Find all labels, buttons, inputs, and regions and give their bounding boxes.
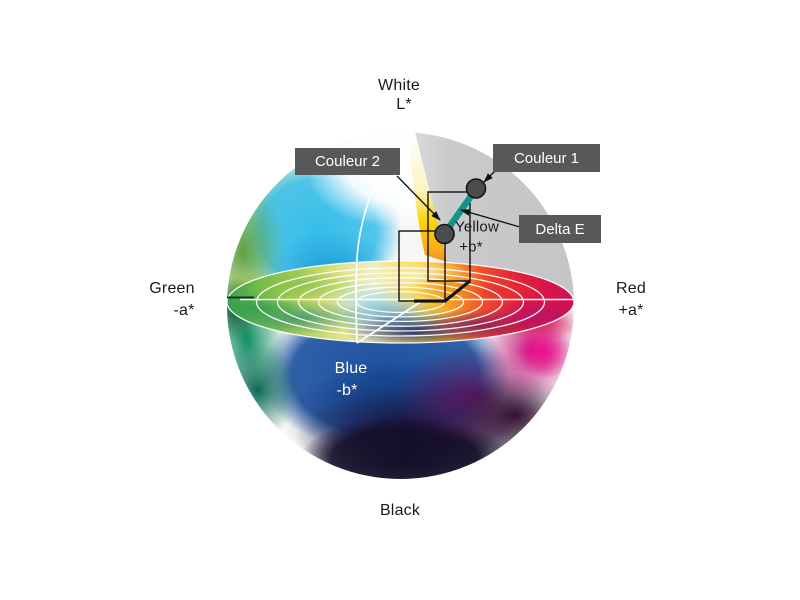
white-axis-label: White	[378, 77, 420, 94]
color-point-1	[465, 178, 487, 199]
plus-a-axis-label: +a*	[618, 302, 644, 319]
tolerance-box	[398, 191, 471, 303]
disk-diagonal-line	[356, 300, 423, 344]
couleur2-arrow	[396, 175, 441, 221]
blue-axis-label: Blue	[334, 360, 368, 377]
green-axis-label: Green	[149, 280, 195, 297]
minus-b-axis-label: -b*	[336, 382, 358, 399]
black-axis-label: Black	[379, 502, 421, 519]
chroma-rings	[226, 260, 575, 344]
red-axis-label: Red	[616, 280, 646, 297]
couleur1-callout: Couleur 1	[493, 144, 600, 172]
lstar-axis-label: L*	[396, 96, 412, 113]
delta-e-callout: Delta E	[519, 215, 601, 243]
cutaway-face	[410, 132, 574, 300]
yellow-axis-label: Yellow	[454, 218, 500, 236]
minus-a-axis-label: -a*	[173, 302, 195, 319]
couleur2-callout: Couleur 2	[295, 148, 400, 175]
delta-e-arrow	[460, 209, 521, 228]
plus-b-axis-label: +b*	[459, 238, 483, 256]
color-point-2	[434, 223, 455, 245]
